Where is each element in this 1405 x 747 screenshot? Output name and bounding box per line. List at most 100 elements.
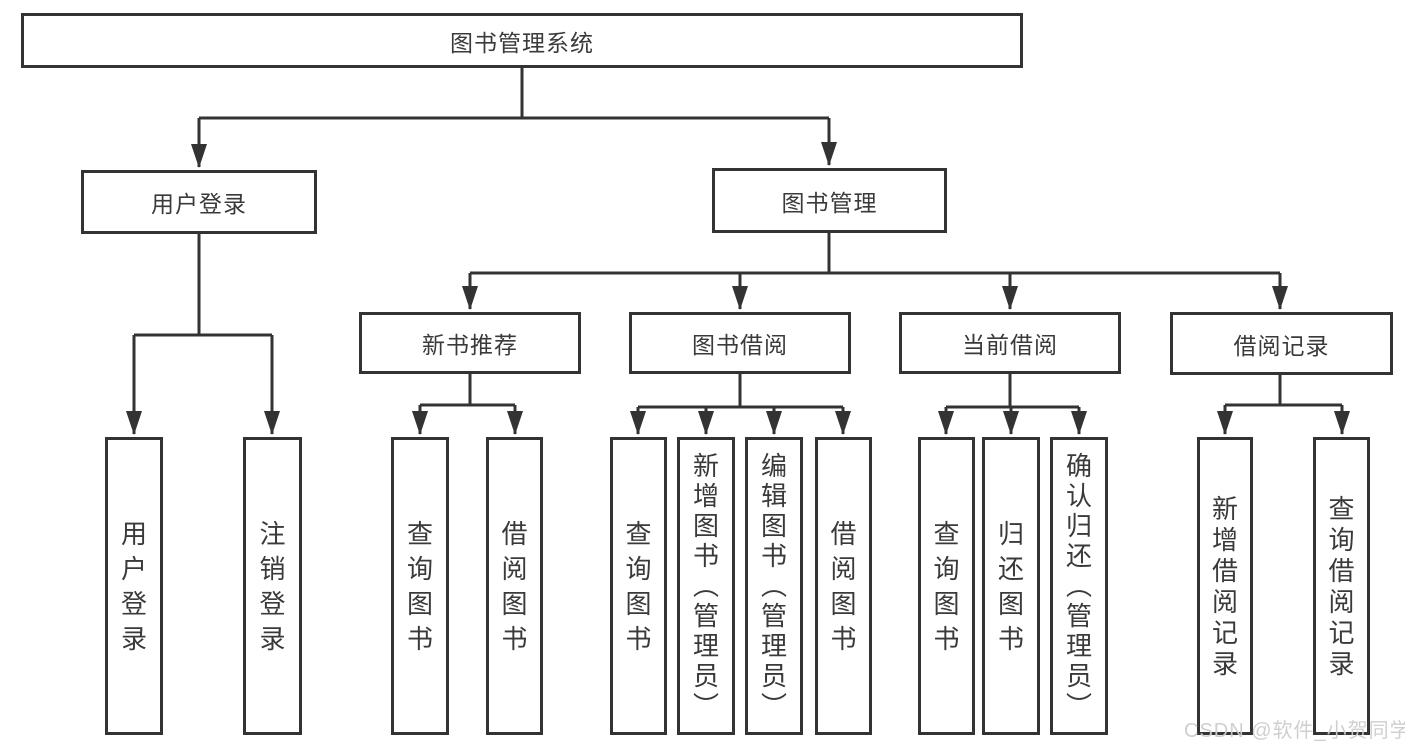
node-leaf-borrow-add-books-admin: 新增图书︵管理员︶ — [677, 437, 735, 735]
vertical-char: 录 — [120, 623, 147, 654]
vertical-char: ︵ — [1065, 571, 1092, 601]
vertical-char: 确 — [1065, 451, 1092, 481]
vertical-char: 书 — [406, 623, 433, 654]
node-label: 新增借阅记录 — [1200, 440, 1250, 732]
vertical-char: 询 — [1328, 524, 1355, 555]
vertical-char: 归 — [997, 518, 1024, 549]
vertical-char: 查 — [625, 518, 652, 549]
node-label: 查询图书 — [613, 440, 664, 732]
vertical-char: 图 — [625, 588, 652, 619]
vertical-char: ︶ — [1065, 691, 1092, 721]
vertical-char: 图 — [997, 588, 1024, 619]
vertical-char: 图 — [760, 511, 787, 541]
node-label: 查询图书 — [921, 440, 972, 732]
vertical-char: 增 — [692, 481, 719, 511]
vertical-char: 查 — [406, 518, 433, 549]
vertical-char: ︵ — [760, 571, 787, 601]
connector-line — [946, 374, 1079, 409]
vertical-char: 图 — [830, 588, 857, 619]
node-current-borrow: 当前借阅 — [899, 312, 1121, 374]
vertical-char: 记 — [1328, 617, 1355, 648]
vertical-char: 图 — [501, 588, 528, 619]
node-label: 当前借阅 — [962, 332, 1058, 358]
vertical-char: 员 — [1065, 661, 1092, 691]
vertical-char: 书 — [501, 623, 528, 654]
vertical-char: 借 — [1328, 555, 1355, 586]
node-label: 图书管理 — [781, 189, 878, 216]
vertical-char: 询 — [625, 553, 652, 584]
vertical-char: 查 — [933, 518, 960, 549]
vertical-char: 理 — [692, 631, 719, 661]
vertical-char: 书 — [997, 623, 1024, 654]
node-label: 借阅记录 — [1233, 332, 1330, 359]
vertical-char: 记 — [1211, 617, 1238, 648]
node-label: 图书管理系统 — [450, 29, 594, 56]
vertical-char: 阅 — [501, 553, 528, 584]
vertical-char: 理 — [1065, 631, 1092, 661]
node-label: 新书推荐 — [422, 332, 518, 358]
vertical-char: 理 — [760, 631, 787, 661]
vertical-char: 还 — [1065, 541, 1092, 571]
node-label: 用户登录 — [108, 440, 160, 732]
node-label: 编辑图书︵管理员︶ — [748, 440, 800, 732]
vertical-char: 管 — [760, 601, 787, 631]
node-leaf-logout: 注销登录 — [243, 437, 302, 735]
vertical-char: ︶ — [692, 691, 719, 721]
node-leaf-borrow-borrow-books: 借阅图书 — [815, 437, 872, 735]
node-label: 用户登录 — [151, 191, 247, 217]
node-label: 图书借阅 — [692, 332, 788, 358]
vertical-char: 图 — [406, 588, 433, 619]
vertical-char: 借 — [830, 518, 857, 549]
vertical-char: 阅 — [1328, 586, 1355, 617]
connector-records-branch — [1217, 375, 1350, 435]
node-leaf-records-query-record: 查询借阅记录 — [1313, 437, 1370, 735]
node-borrow-records: 借阅记录 — [1170, 312, 1393, 375]
vertical-char: 登 — [120, 588, 147, 619]
connector-line — [134, 234, 272, 337]
vertical-char: 认 — [1065, 481, 1092, 511]
node-label: 确认归还︵管理员︶ — [1053, 440, 1105, 732]
csdn-watermark: CSDN @软件_小贺同学 — [1184, 720, 1405, 742]
node-leaf-borrow-query-books: 查询图书 — [610, 437, 667, 735]
vertical-char: 录 — [1328, 648, 1355, 679]
vertical-char: 书 — [933, 623, 960, 654]
vertical-char: 查 — [1328, 493, 1355, 524]
node-leaf-recommend-query-books: 查询图书 — [391, 437, 449, 735]
vertical-char: 图 — [692, 511, 719, 541]
vertical-char: 询 — [406, 553, 433, 584]
vertical-char: 辑 — [760, 481, 787, 511]
connector-root-to-level2 — [191, 68, 837, 168]
node-leaf-user-login: 用户登录 — [105, 437, 163, 735]
vertical-char: ︵ — [692, 571, 719, 601]
connector-borrow-branch — [630, 374, 851, 435]
connector-book-management-branch — [462, 233, 1288, 310]
vertical-char: 员 — [692, 661, 719, 691]
vertical-char: 录 — [1211, 648, 1238, 679]
vertical-char: 询 — [933, 553, 960, 584]
connector-line — [638, 374, 843, 409]
connector-line — [1225, 375, 1342, 407]
vertical-char: 管 — [692, 601, 719, 631]
vertical-char: 注 — [259, 518, 286, 549]
vertical-char: 员 — [760, 661, 787, 691]
connector-line — [420, 374, 515, 407]
vertical-char: 登 — [259, 588, 286, 619]
node-label: 借阅图书 — [489, 440, 540, 732]
node-new-book-recommend: 新书推荐 — [359, 312, 581, 374]
node-label: 查询图书 — [394, 440, 446, 732]
node-library-management-system: 图书管理系统 — [21, 13, 1023, 68]
vertical-char: 书 — [625, 623, 652, 654]
vertical-char: 增 — [1211, 524, 1238, 555]
vertical-char: 书 — [760, 541, 787, 571]
vertical-char: 编 — [760, 451, 787, 481]
connector-current-branch — [938, 374, 1087, 435]
node-book-management: 图书管理 — [712, 168, 947, 233]
vertical-char: 图 — [933, 588, 960, 619]
node-leaf-current-return-books: 归还图书 — [982, 437, 1040, 735]
vertical-char: 用 — [120, 518, 147, 549]
connector-line — [199, 68, 829, 120]
vertical-char: 阅 — [1211, 586, 1238, 617]
connector-line — [470, 233, 1280, 275]
vertical-char: 书 — [830, 623, 857, 654]
